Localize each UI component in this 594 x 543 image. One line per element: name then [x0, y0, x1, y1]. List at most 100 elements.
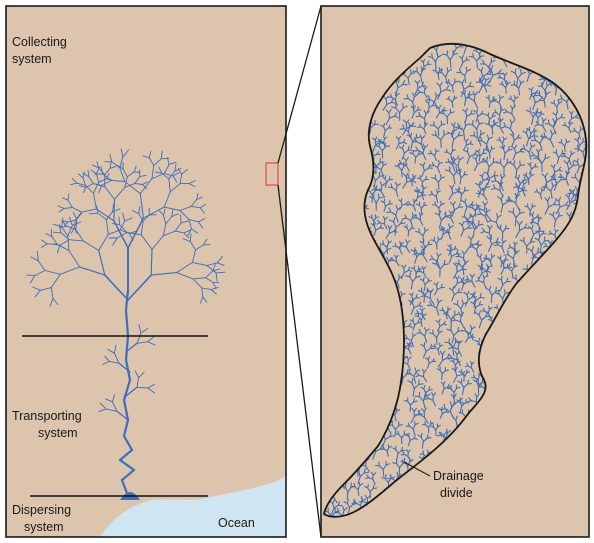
stream-segment	[420, 92, 424, 93]
stream-segment	[480, 78, 481, 82]
stream-segment	[53, 232, 61, 233]
stream-segment	[496, 163, 500, 164]
stream-segment	[458, 135, 462, 136]
stream-segment	[379, 462, 380, 466]
stream-segment	[492, 128, 493, 135]
stream-segment	[509, 149, 513, 150]
stream-segment	[520, 165, 524, 166]
collecting-label-line1: Collecting	[12, 35, 67, 49]
stream-segment	[454, 126, 455, 131]
stream-segment	[373, 475, 374, 479]
stream-segment	[412, 296, 413, 300]
stream-segment	[538, 154, 539, 159]
stream-segment	[413, 141, 417, 142]
stream-segment	[438, 129, 439, 136]
stream-segment	[462, 58, 463, 62]
stream-segment	[460, 47, 463, 48]
stream-segment	[464, 254, 465, 259]
stream-segment	[420, 216, 421, 220]
stream-segment	[521, 70, 522, 74]
stream-segment	[520, 149, 524, 150]
stream-segment	[151, 249, 152, 275]
stream-segment	[454, 359, 455, 362]
stream-segment	[398, 431, 399, 434]
stream-segment	[445, 370, 448, 371]
stream-segment	[465, 199, 466, 203]
stream-segment	[486, 147, 487, 150]
stream-segment	[484, 205, 485, 210]
stream-segment	[492, 317, 493, 320]
stream-segment	[400, 129, 404, 130]
stream-segment	[408, 231, 409, 236]
stream-segment	[424, 296, 425, 302]
stream-segment	[477, 61, 478, 68]
stream-segment	[435, 344, 436, 347]
stream-segment	[514, 81, 515, 85]
stream-segment	[414, 151, 418, 152]
stream-segment	[438, 183, 439, 190]
stream-segment	[515, 69, 516, 73]
stream-segment	[557, 107, 558, 113]
stream-segment	[474, 375, 475, 378]
stream-segment	[334, 512, 338, 513]
stream-segment	[474, 132, 475, 136]
stream-segment	[513, 208, 514, 212]
stream-segment	[467, 148, 468, 152]
stream-segment	[422, 182, 423, 187]
stream-segment	[446, 412, 449, 413]
stream-segment	[375, 140, 376, 145]
stream-segment	[475, 209, 479, 210]
stream-segment	[500, 256, 501, 259]
stream-segment	[419, 384, 423, 385]
stream-segment	[441, 124, 445, 125]
stream-segment	[384, 199, 385, 202]
stream-segment	[432, 54, 433, 58]
stream-segment	[499, 137, 500, 140]
stream-segment	[375, 146, 379, 147]
stream-segment	[414, 109, 415, 113]
stream-segment	[524, 145, 525, 149]
stream-segment	[442, 374, 443, 380]
stream-segment	[516, 170, 517, 178]
stream-segment	[384, 124, 385, 127]
stream-segment	[415, 157, 416, 163]
stream-segment	[547, 82, 548, 86]
stream-segment	[435, 202, 436, 205]
stream-segment	[493, 116, 496, 117]
stream-segment	[498, 73, 502, 74]
stream-segment	[406, 373, 410, 374]
stream-segment	[536, 93, 539, 94]
stream-segment	[539, 229, 540, 232]
stream-segment	[461, 316, 462, 322]
stream-segment	[542, 187, 546, 188]
stream-segment	[386, 146, 390, 147]
stream-segment	[383, 241, 384, 244]
ocean-label: Ocean	[218, 516, 255, 530]
stream-segment	[523, 269, 527, 270]
stream-segment	[500, 185, 501, 190]
stream-segment	[338, 508, 339, 512]
stream-segment	[470, 144, 473, 145]
stream-segment	[499, 290, 500, 294]
stream-segment	[458, 292, 462, 293]
stream-segment	[449, 79, 450, 83]
stream-segment	[465, 190, 469, 191]
stream-segment	[480, 293, 481, 297]
stream-segment	[488, 170, 489, 174]
stream-segment	[501, 276, 502, 280]
stream-segment	[518, 138, 521, 139]
stream-segment	[391, 102, 395, 103]
stream-segment	[444, 264, 448, 265]
stream-segment	[514, 187, 518, 188]
stream-segment	[379, 142, 380, 146]
stream-segment	[450, 60, 451, 68]
stream-segment	[503, 143, 504, 148]
collecting-label-line2: system	[12, 52, 52, 66]
stream-segment	[427, 438, 431, 439]
stream-segment	[559, 216, 563, 217]
river-system-panel: Collecting system Transporting system Di…	[6, 6, 286, 537]
stream-segment	[438, 72, 442, 73]
stream-segment	[442, 308, 443, 311]
stream-segment	[476, 397, 477, 402]
